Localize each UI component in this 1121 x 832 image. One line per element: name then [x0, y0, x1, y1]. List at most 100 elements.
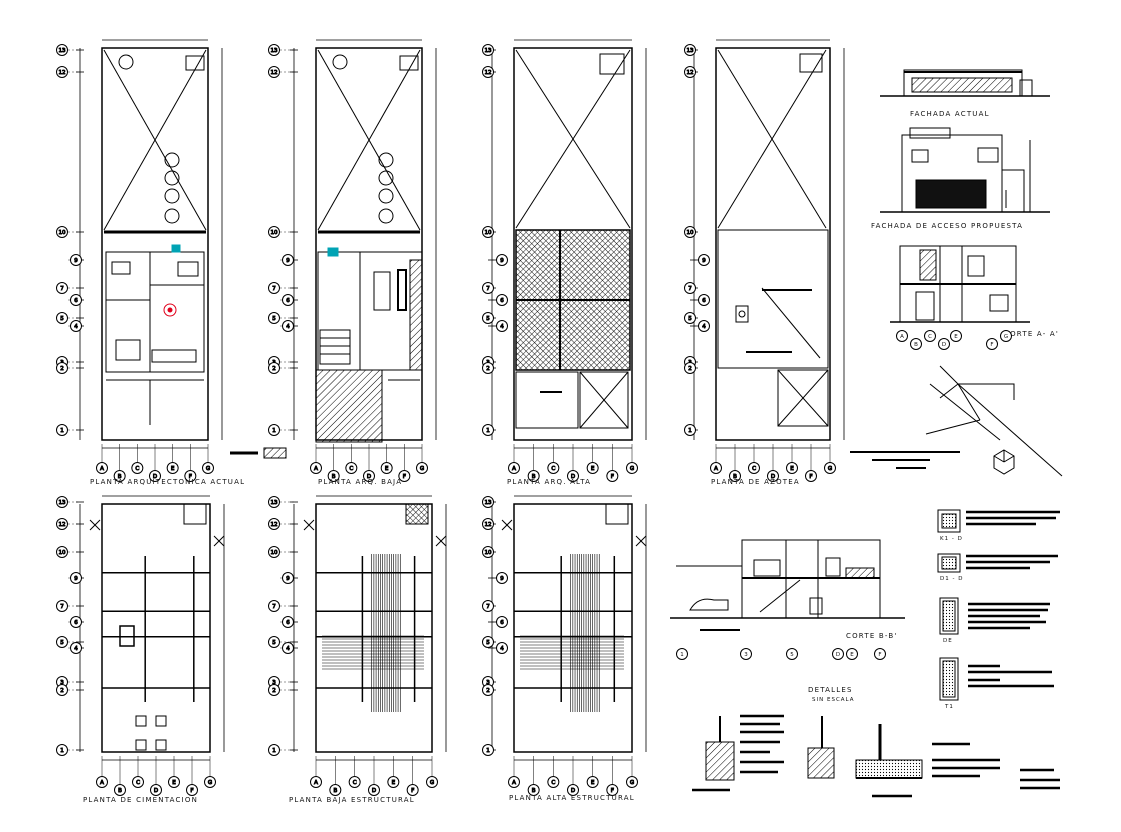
grid-col-bubble: A: [710, 462, 722, 474]
svg-text:E: E: [591, 466, 595, 472]
section-aa-bubble: F: [986, 338, 998, 350]
svg-text:10: 10: [687, 230, 694, 236]
section-axis-bubble: 1: [676, 648, 688, 660]
section-aa-bubble: C: [924, 330, 936, 342]
label-planta-baja: PLANTA ARQ. BAJA: [318, 478, 402, 486]
grid-col-bubble: C: [131, 462, 144, 474]
svg-text:7: 7: [272, 286, 276, 292]
svg-text:9: 9: [500, 258, 504, 264]
svg-text:F: F: [809, 474, 812, 480]
svg-text:D: D: [571, 788, 575, 794]
svg-text:B: B: [332, 474, 336, 480]
svg-text:4: 4: [702, 324, 706, 330]
structural-framing: [501, 503, 647, 712]
svg-text:9: 9: [286, 258, 290, 264]
grid-row-bubble: 5: [482, 312, 494, 324]
grid-row-bubble: 6: [70, 616, 82, 628]
grid-row-bubble: 12: [482, 518, 494, 530]
svg-text:13: 13: [59, 500, 66, 506]
grid-row-bubble: 2: [482, 362, 494, 374]
svg-text:E: E: [385, 466, 389, 472]
section-bb: [670, 539, 905, 631]
isometric-detail: [850, 365, 1063, 477]
svg-text:2: 2: [60, 688, 64, 694]
svg-text:4: 4: [74, 324, 78, 330]
grid-col-bubble: C: [748, 462, 760, 474]
grid-row-bubble: 12: [268, 518, 280, 530]
grid-row-bubble: 9: [282, 572, 294, 584]
grid-col-bubble: F: [606, 784, 619, 796]
svg-text:A: A: [512, 466, 516, 472]
grid-col-bubble: D: [368, 784, 380, 796]
grid-row-bubble: 4: [70, 642, 82, 654]
grid-row-bubble: 10: [482, 226, 494, 238]
section-aa: [890, 245, 1030, 323]
svg-text:C: C: [551, 466, 555, 472]
label-planta-azotea: PLANTA DE AZOTEA: [711, 478, 800, 486]
label-k1: K1 - D: [940, 536, 963, 542]
grid-col-bubble: E: [387, 776, 400, 788]
grid-row-bubble: 7: [268, 600, 280, 612]
grid-col-bubble: B: [527, 470, 540, 482]
svg-text:1: 1: [486, 428, 490, 434]
label-alta-estructural: PLANTA ALTA ESTRUCTURAL: [509, 794, 635, 802]
svg-text:10: 10: [485, 230, 492, 236]
grid-row-bubble: 5: [268, 636, 280, 648]
svg-text:9: 9: [286, 576, 290, 582]
grid-col-bubble: G: [202, 462, 214, 474]
svg-text:D: D: [571, 474, 575, 480]
svg-text:1: 1: [272, 428, 276, 434]
svg-text:D: D: [154, 788, 158, 794]
grid-row-bubble: 4: [698, 320, 710, 332]
svg-text:12: 12: [485, 70, 492, 76]
grid-col-bubble: D: [767, 470, 779, 482]
svg-text:6: 6: [500, 298, 504, 304]
grid-col-bubble: G: [204, 776, 216, 788]
svg-text:D: D: [153, 474, 157, 480]
svg-text:G: G: [828, 466, 832, 472]
grid-row-bubble: 1: [268, 424, 280, 436]
grid-row-bubble: 6: [496, 616, 508, 628]
grid-row-bubble: 7: [482, 282, 494, 294]
section-axis-bubble: D: [832, 648, 844, 660]
svg-text:6: 6: [702, 298, 706, 304]
svg-text:A: A: [512, 780, 516, 786]
svg-text:B: B: [914, 342, 918, 348]
grid-col-bubble: A: [310, 776, 322, 788]
svg-text:C: C: [551, 780, 555, 786]
grid-col-bubble: B: [527, 784, 540, 796]
grid-row-bubble: 10: [268, 226, 280, 238]
svg-text:7: 7: [486, 286, 490, 292]
grid-col-bubble: F: [805, 470, 817, 482]
grid-col-bubble: F: [606, 470, 619, 482]
grid-col-bubble: A: [96, 462, 108, 474]
grid-row-bubble: 10: [684, 226, 696, 238]
svg-text:E: E: [790, 466, 794, 472]
grid-row-bubble: 6: [70, 294, 82, 306]
svg-text:2: 2: [60, 366, 64, 372]
grid-col-bubble: E: [166, 462, 179, 474]
grid-row-bubble: 2: [56, 362, 68, 374]
svg-text:13: 13: [485, 48, 492, 54]
svg-text:F: F: [190, 788, 193, 794]
svg-text:6: 6: [286, 298, 290, 304]
svg-text:9: 9: [500, 576, 504, 582]
structural-plans: 13121097654321ABCDEFG13121097654321ABCDE…: [56, 495, 647, 796]
svg-text:13: 13: [485, 500, 492, 506]
grid-row-bubble: 5: [268, 312, 280, 324]
grid-row-bubble: 9: [698, 254, 710, 266]
svg-text:G: G: [630, 780, 634, 786]
grid-col-bubble: A: [96, 776, 108, 788]
svg-text:E: E: [850, 652, 854, 658]
svg-text:12: 12: [271, 70, 278, 76]
svg-text:B: B: [532, 474, 536, 480]
grid-row-bubble: 6: [698, 294, 710, 306]
grid-row-bubble: 2: [684, 362, 696, 374]
grid-row-bubble: 7: [56, 282, 68, 294]
svg-text:3: 3: [486, 680, 490, 686]
label-detalles: DETALLES: [808, 686, 853, 694]
grid-row-bubble: 1: [482, 424, 494, 436]
grid-col-bubble: E: [380, 462, 393, 474]
